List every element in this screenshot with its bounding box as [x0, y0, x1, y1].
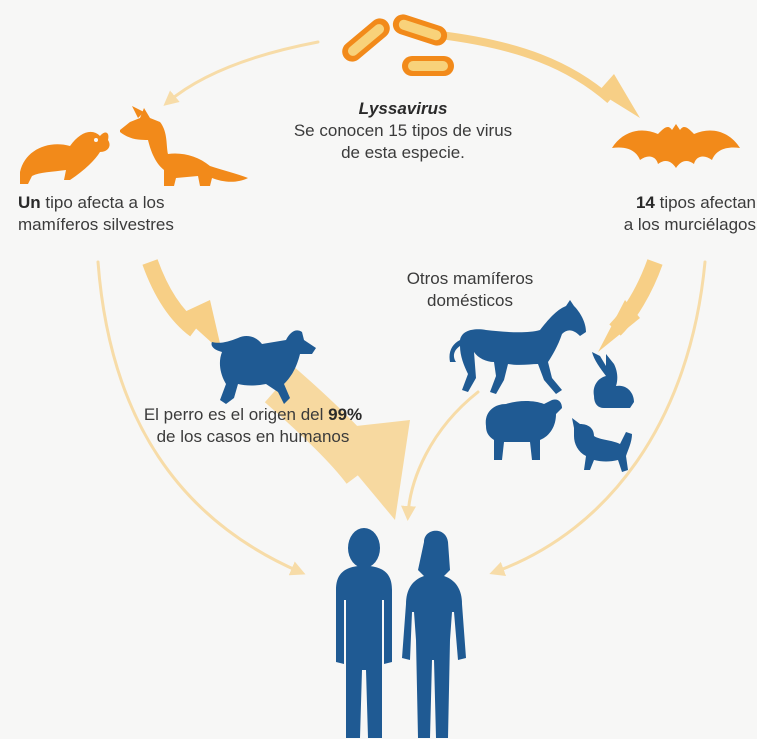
dog-label: El perro es el origen del 99% de los cas…	[108, 404, 398, 448]
dog-icon	[211, 330, 316, 404]
bats-line2: a los murciélagos	[623, 215, 756, 234]
virus-icon	[342, 14, 454, 76]
arrow-wild-to-dog	[142, 259, 201, 337]
man-icon	[336, 528, 392, 738]
horse-icon	[449, 300, 586, 394]
woman-icon	[402, 530, 466, 738]
arrow-virus-to-bats	[439, 31, 613, 104]
arrow-domestic-to-humans	[401, 390, 480, 521]
bats-line1: tipos afectan	[654, 193, 756, 212]
wild-mammals-line1: tipo afecta a los	[40, 193, 165, 212]
thin-arrows	[96, 40, 707, 576]
ferret-icon	[20, 131, 110, 184]
wild-mammals-label: Un tipo afecta a los mamíferos silvestre…	[18, 192, 174, 236]
domestic-line2: domésticos	[427, 291, 513, 310]
wild-mammals-line2: mamíferos silvestres	[18, 215, 174, 234]
bats-label: 14 tipos afectan a los murciélagos	[560, 192, 756, 236]
dog-line2: de los casos en humanos	[156, 427, 350, 446]
cat-icon	[572, 418, 632, 472]
dog-percentage: 99%	[328, 405, 363, 424]
wild-mammals-count: Un	[18, 193, 41, 212]
bat-icon	[612, 124, 740, 168]
virus-line2: de esta especie.	[341, 143, 465, 162]
fox-icon	[120, 106, 248, 186]
virus-title: Lyssavirus	[358, 99, 448, 118]
dog-line1: El perro es el origen del	[143, 405, 329, 424]
bats-count: 14	[635, 193, 655, 212]
sheep-icon	[485, 399, 562, 460]
domestic-label: Otros mamíferos domésticos	[390, 268, 550, 312]
arrow-virus-to-wild	[163, 40, 320, 106]
virus-line1: Se conocen 15 tipos de virus	[293, 121, 513, 140]
arrow-wild-to-humans	[96, 260, 306, 576]
rabbit-icon	[592, 352, 634, 408]
domestic-line1: Otros mamíferos	[406, 269, 534, 288]
virus-label: Lyssavirus Se conocen 15 tipos de virus …	[268, 98, 538, 164]
arrow-bats-to-humans	[489, 260, 707, 576]
thick-arrows	[142, 31, 663, 520]
